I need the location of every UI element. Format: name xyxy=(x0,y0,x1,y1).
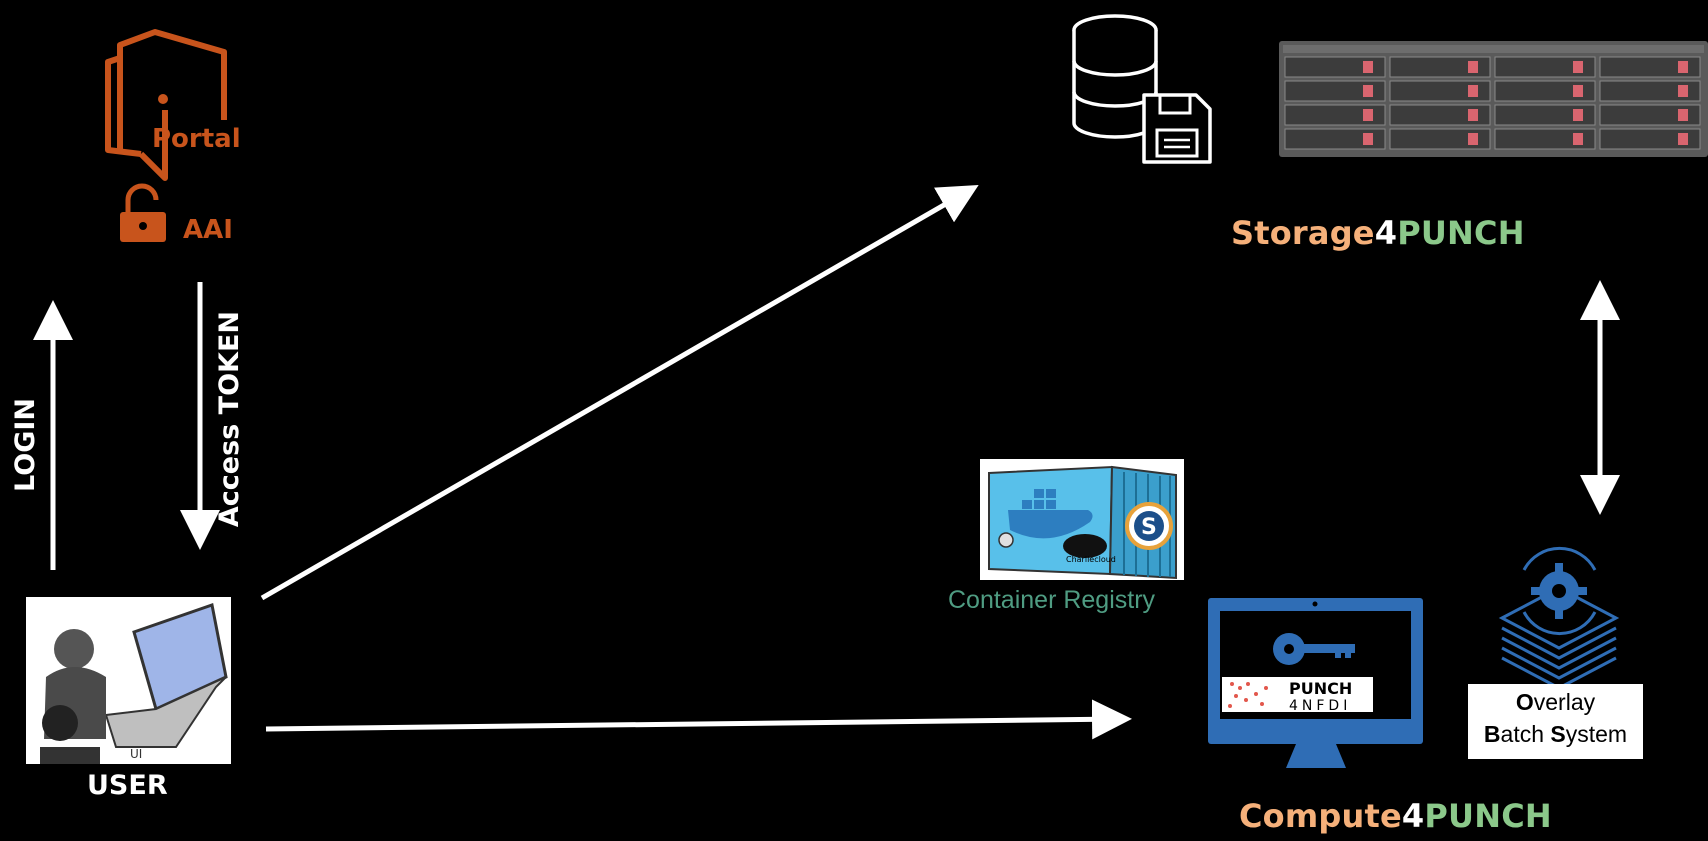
svg-text:S: S xyxy=(1141,515,1157,540)
overlay-batch-gear-icon xyxy=(1498,547,1620,690)
compute-title-part3: PUNCH xyxy=(1424,797,1552,835)
drive-led xyxy=(1678,133,1688,145)
compute-title-part2: 4 xyxy=(1401,797,1425,835)
overlay-initial-o: O xyxy=(1515,689,1534,715)
overlay-rest-2: atch xyxy=(1500,721,1551,747)
punch-logo-line2: 4NFDI xyxy=(1289,698,1351,714)
user-ui-label: UI xyxy=(130,747,143,761)
portal-label: Portal xyxy=(152,124,241,154)
overlay-line1: Overlay xyxy=(1468,686,1643,718)
storage-title-part3: PUNCH xyxy=(1397,214,1525,252)
overlay-line2: Batch System xyxy=(1468,718,1643,750)
compute4punch-title: Compute4PUNCH xyxy=(1239,797,1552,835)
drive-led xyxy=(1573,85,1583,97)
drive-led xyxy=(1573,61,1583,73)
lock-icon xyxy=(120,183,166,242)
drive-led xyxy=(1468,133,1478,145)
overlay-batch-system-box: Overlay Batch System xyxy=(1468,684,1643,759)
aai-label: AAI xyxy=(183,215,233,245)
user-with-laptop-icon xyxy=(40,603,228,764)
drive-bay xyxy=(1599,104,1701,126)
drive-led xyxy=(1363,61,1373,73)
punch4nfdi-logo: PUNCH 4NFDI xyxy=(1222,677,1373,714)
container-registry-label: Container Registry xyxy=(948,586,1156,614)
overlay-initial-b: B xyxy=(1483,721,1501,747)
drive-led xyxy=(1573,133,1583,145)
drive-bay xyxy=(1389,104,1491,126)
storage4punch-title: Storage4PUNCH xyxy=(1231,214,1525,252)
portal-door-icon xyxy=(105,29,227,181)
drive-bay xyxy=(1599,80,1701,102)
access-token-label: Access TOKEN xyxy=(214,311,245,528)
drive-led xyxy=(1468,109,1478,121)
login-label: LOGIN xyxy=(10,398,41,492)
drive-led xyxy=(1468,85,1478,97)
drive-led xyxy=(1363,109,1373,121)
user-to-compute-arrow xyxy=(265,699,1132,740)
drive-led xyxy=(1678,85,1688,97)
key-icon xyxy=(1273,633,1355,665)
server-rack-image xyxy=(1279,41,1708,157)
drive-bay xyxy=(1284,80,1386,102)
drive-bay xyxy=(1494,56,1596,78)
charliecloud-label: Charliecloud xyxy=(1066,555,1116,564)
drive-led xyxy=(1573,109,1583,121)
drive-led xyxy=(1363,133,1373,145)
storage-title-part1: Storage xyxy=(1231,214,1375,252)
drive-bay xyxy=(1389,128,1491,150)
compute-title-part1: Compute xyxy=(1239,797,1402,835)
drive-led xyxy=(1678,61,1688,73)
overlay-rest-1: verlay xyxy=(1533,689,1596,715)
overlay-initial-s: S xyxy=(1550,721,1566,747)
drive-bay xyxy=(1494,104,1596,126)
container-image: S Charliecloud xyxy=(980,459,1184,580)
drive-bay xyxy=(1284,56,1386,78)
drive-bay xyxy=(1284,128,1386,150)
storage-title-part2: 4 xyxy=(1374,214,1398,252)
drive-bay xyxy=(1389,56,1491,78)
drive-bay xyxy=(1284,104,1386,126)
drive-bay xyxy=(1389,80,1491,102)
overlay-rest-3: ystem xyxy=(1565,721,1628,747)
drive-led xyxy=(1363,85,1373,97)
user-label: USER xyxy=(87,770,168,801)
drive-bay xyxy=(1494,128,1596,150)
drive-bay xyxy=(1599,56,1701,78)
user-to-storage-arrow xyxy=(260,185,979,601)
drive-led xyxy=(1678,109,1688,121)
drive-bay xyxy=(1494,80,1596,102)
drive-bay xyxy=(1599,128,1701,150)
drive-led xyxy=(1468,61,1478,73)
user-image: UI xyxy=(26,597,231,764)
floppy-disk-icon xyxy=(1142,93,1212,164)
punch-logo-line1: PUNCH xyxy=(1289,679,1352,698)
